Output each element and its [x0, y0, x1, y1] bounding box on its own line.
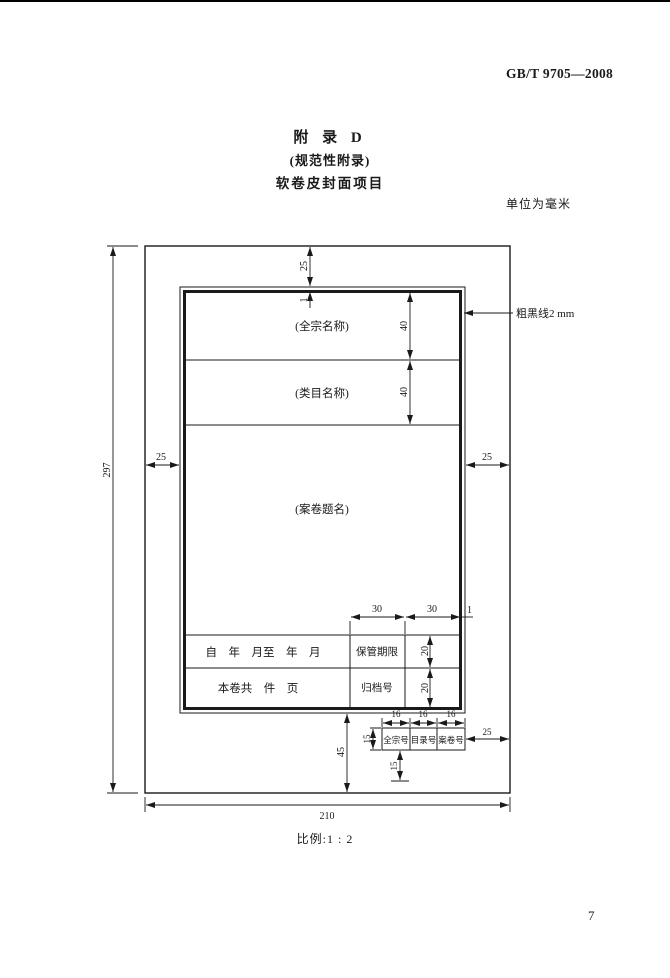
inner-thick-rect — [183, 290, 462, 710]
dim-strip-height-label: 15 — [362, 734, 372, 744]
page-top-rule — [0, 0, 670, 2]
appendix-subtitle: (规范性附录) — [289, 153, 371, 168]
appendix-name: 软卷皮封面项目 — [275, 176, 385, 191]
dim-category-height-label: 40 — [399, 387, 410, 397]
dim-strip-bottom-label: 15 — [389, 761, 399, 771]
volume-pages-label: 本卷共 件 页 — [218, 681, 299, 695]
dim-col1-label: 30 — [372, 604, 382, 615]
dim-height-label: 297 — [102, 463, 113, 478]
dim-row1-label: 20 — [420, 646, 431, 656]
dim-left-margin-label: 25 — [156, 452, 166, 463]
cover-grid-lines — [184, 359, 460, 708]
page-number: 7 — [588, 908, 595, 923]
strip-fonds-no-label: 全宗号 — [383, 735, 409, 745]
archival-strip-dividers — [409, 728, 438, 750]
dim-width-label: 210 — [320, 811, 335, 822]
fonds-name-label: (全宗名称) — [295, 319, 349, 333]
unit-note: 单位为毫米 — [506, 197, 572, 211]
dim-line-gap-top-label: 1 — [299, 298, 310, 303]
dim-strip-right-label: 25 — [483, 727, 493, 737]
dim-line-gap-right-label: 1 — [467, 605, 472, 616]
dim-strip-w3-label: 16 — [447, 709, 457, 719]
dim-top-margin-label: 25 — [299, 261, 310, 271]
standard-number: GB/T 9705—2008 — [506, 66, 614, 81]
file-title-label: (案卷题名) — [295, 502, 349, 516]
strip-catalog-no-label: 目录号 — [411, 735, 437, 745]
appendix-title: 附 录 D — [293, 130, 367, 146]
cover-outer-rect — [144, 245, 511, 794]
dim-bottom-height-label: 45 — [336, 747, 347, 757]
dim-fonds-height-label: 40 — [399, 321, 410, 331]
archival-strip-rect — [381, 727, 466, 751]
extension-lines — [107, 245, 511, 812]
filing-number-label: 归档号 — [361, 681, 393, 694]
technical-drawing: 297 210 25 1 40 40 25 25 30 30 1 20 20 4… — [102, 245, 575, 822]
scale-note: 比例:1 : 2 — [296, 832, 354, 846]
thick-line-note: 粗黑线2 mm — [516, 306, 575, 320]
strip-file-no-label: 案卷号 — [438, 735, 464, 745]
retention-period-label: 保管期限 — [356, 645, 398, 658]
category-name-label: (类目名称) — [295, 386, 349, 400]
dim-col2-label: 30 — [427, 604, 437, 615]
date-range-label: 自 年 月至 年 月 — [206, 645, 321, 659]
dim-strip-w2-label: 16 — [419, 709, 429, 719]
dim-row2-label: 20 — [420, 683, 431, 693]
dim-strip-w1-label: 16 — [392, 709, 402, 719]
dim-right-margin-label: 25 — [482, 452, 492, 463]
inner-thin-rect — [179, 286, 466, 714]
